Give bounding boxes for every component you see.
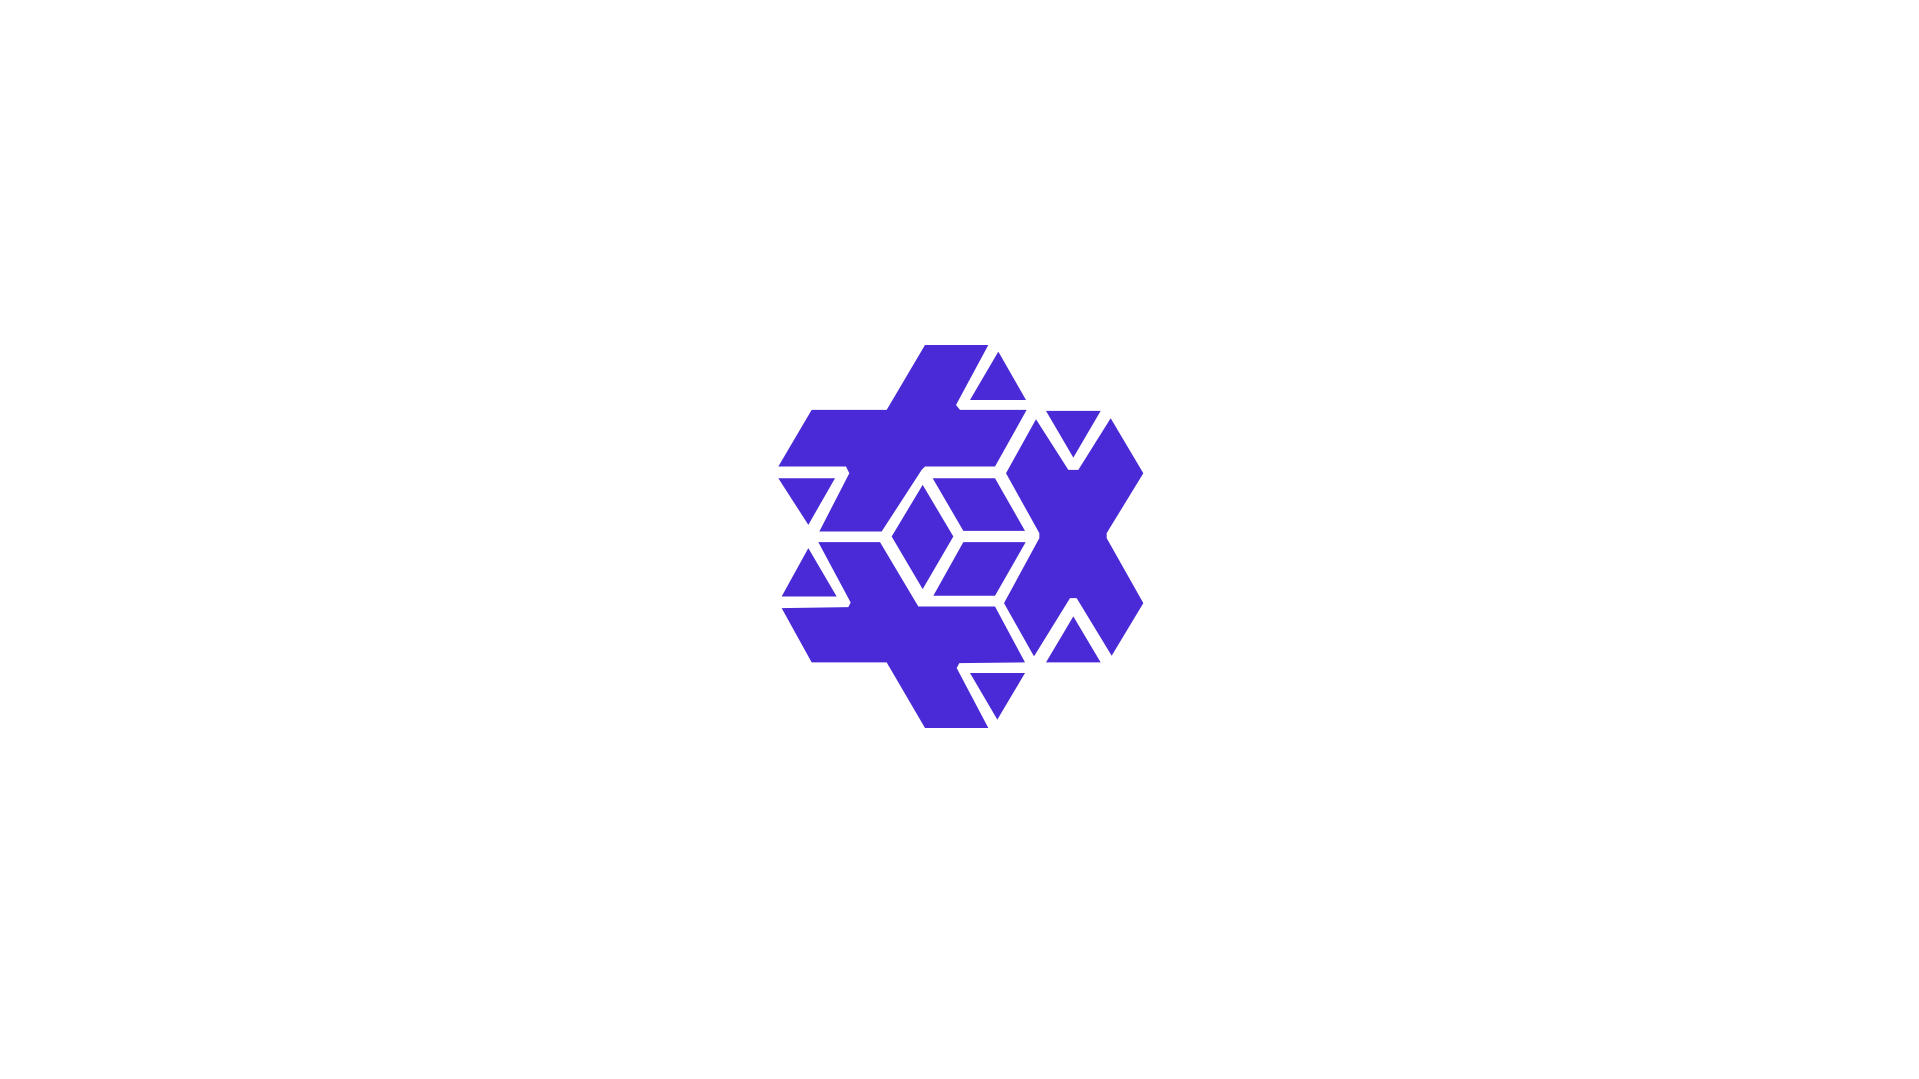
logo-triangle-left-upper xyxy=(778,478,835,525)
logo-cube-top-face xyxy=(932,478,1025,531)
logo-triangle-left-lower xyxy=(781,548,837,597)
logo-x-shape xyxy=(1004,418,1144,657)
logo-cube-bottom-face xyxy=(933,542,1026,596)
logo-lower-shape xyxy=(781,542,1025,729)
logo-upper-shape xyxy=(778,344,1027,532)
logo-cube-left-face xyxy=(891,484,954,590)
logo-triangle-top xyxy=(970,351,1026,400)
logo-triangle-bottom xyxy=(970,673,1025,720)
logo-triangle-right-upper xyxy=(1046,410,1101,458)
logo-triangle-right-lower xyxy=(1046,616,1101,663)
app-logo-icon xyxy=(778,344,1144,729)
